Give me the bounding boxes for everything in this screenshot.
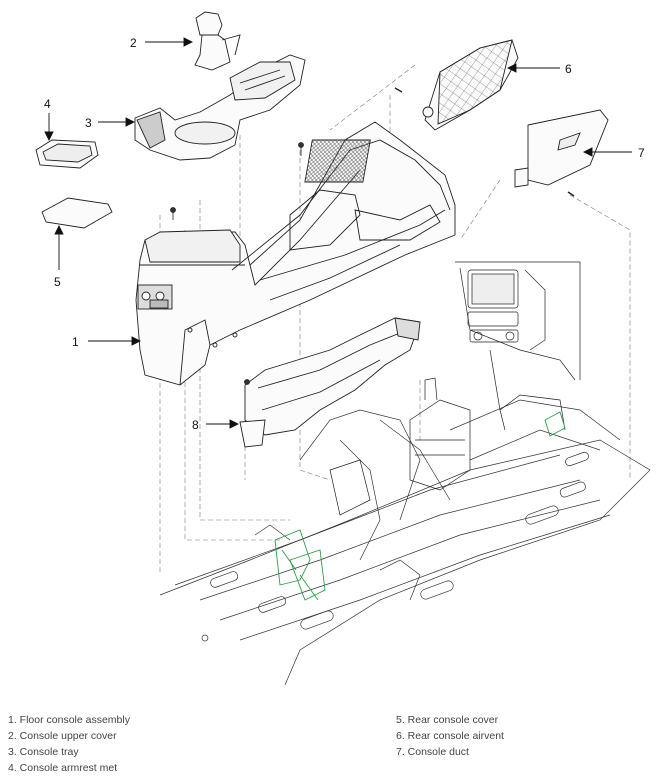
dashboard-inset	[455, 261, 581, 431]
legend-item-4: 4. Console armrest met	[8, 762, 118, 774]
legend-item-1: 1. Floor console assembly	[8, 714, 130, 726]
legend-item-6: 6. Rear console airvent	[396, 730, 504, 742]
callout-2: 2	[130, 36, 137, 50]
callout-7: 7	[638, 146, 645, 160]
console-duct	[514, 109, 609, 197]
legend-item-7: 7. Console duct	[396, 746, 469, 758]
callout-3: 3	[85, 116, 92, 130]
screws	[170, 142, 304, 385]
legend-item-2: 2. Console upper cover	[8, 730, 117, 742]
shift-mechanism	[329, 377, 566, 516]
legend-item-3: 3. Console tray	[8, 746, 79, 758]
console-tray	[134, 54, 306, 161]
console-upper-cover	[194, 11, 241, 71]
highlighted-brackets	[274, 411, 566, 601]
legend-item-5: 5. Rear console cover	[396, 714, 499, 726]
callout-6: 6	[565, 62, 572, 76]
rear-console-cover	[41, 197, 113, 229]
rear-console-airvent	[394, 39, 519, 131]
exploded-diagram: 1 2 3 4 5 6 7 8	[35, 11, 651, 686]
floor-console-assembly	[135, 121, 456, 386]
callout-5: 5	[54, 275, 61, 289]
callout-labels: 1 2 3 4 5 6 7 8	[44, 36, 645, 432]
legend-right: 5. Rear console cover 6. Rear console ai…	[396, 712, 504, 760]
legend-left: 1. Floor console assembly 2. Console upp…	[8, 712, 130, 776]
callout-8: 8	[192, 418, 199, 432]
leader-lines	[44, 37, 632, 429]
callout-4: 4	[44, 97, 51, 111]
callout-1: 1	[72, 335, 79, 349]
lower-duct	[239, 317, 421, 448]
console-armrest-mat	[35, 139, 99, 169]
floor-pan	[159, 399, 651, 686]
